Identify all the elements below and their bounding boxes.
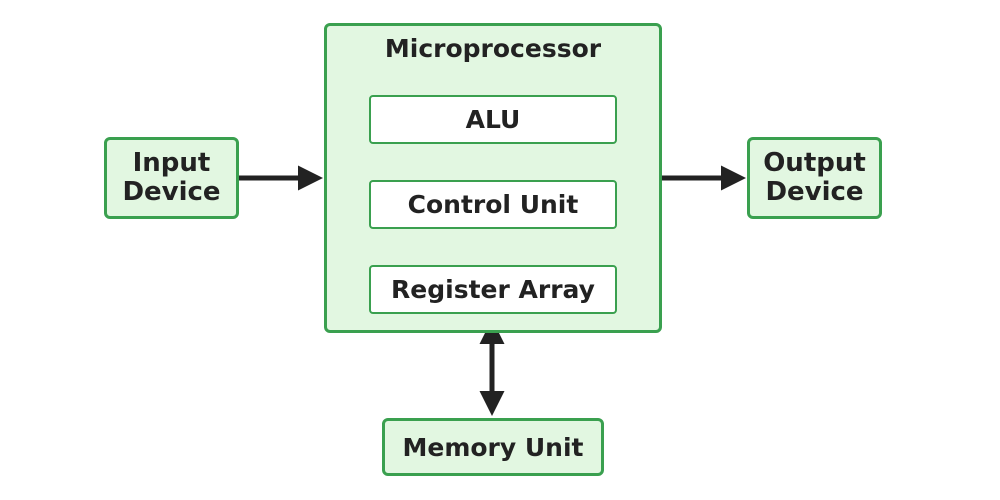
alu-label: ALU (465, 105, 521, 134)
register-array-label: Register Array (391, 275, 595, 304)
control-unit-label: Control Unit (407, 190, 579, 219)
memory-unit-box: Memory Unit (382, 418, 604, 476)
control-unit-box: Control Unit (369, 180, 617, 229)
input-device-label: Input Device (122, 148, 221, 207)
output-device-label: Output Device (763, 148, 866, 207)
output-device-box: Output Device (747, 137, 882, 219)
microprocessor-title: Microprocessor (384, 34, 602, 63)
alu-box: ALU (369, 95, 617, 144)
memory-unit-label: Memory Unit (402, 432, 584, 462)
input-device-box: Input Device (104, 137, 239, 219)
register-array-box: Register Array (369, 265, 617, 314)
